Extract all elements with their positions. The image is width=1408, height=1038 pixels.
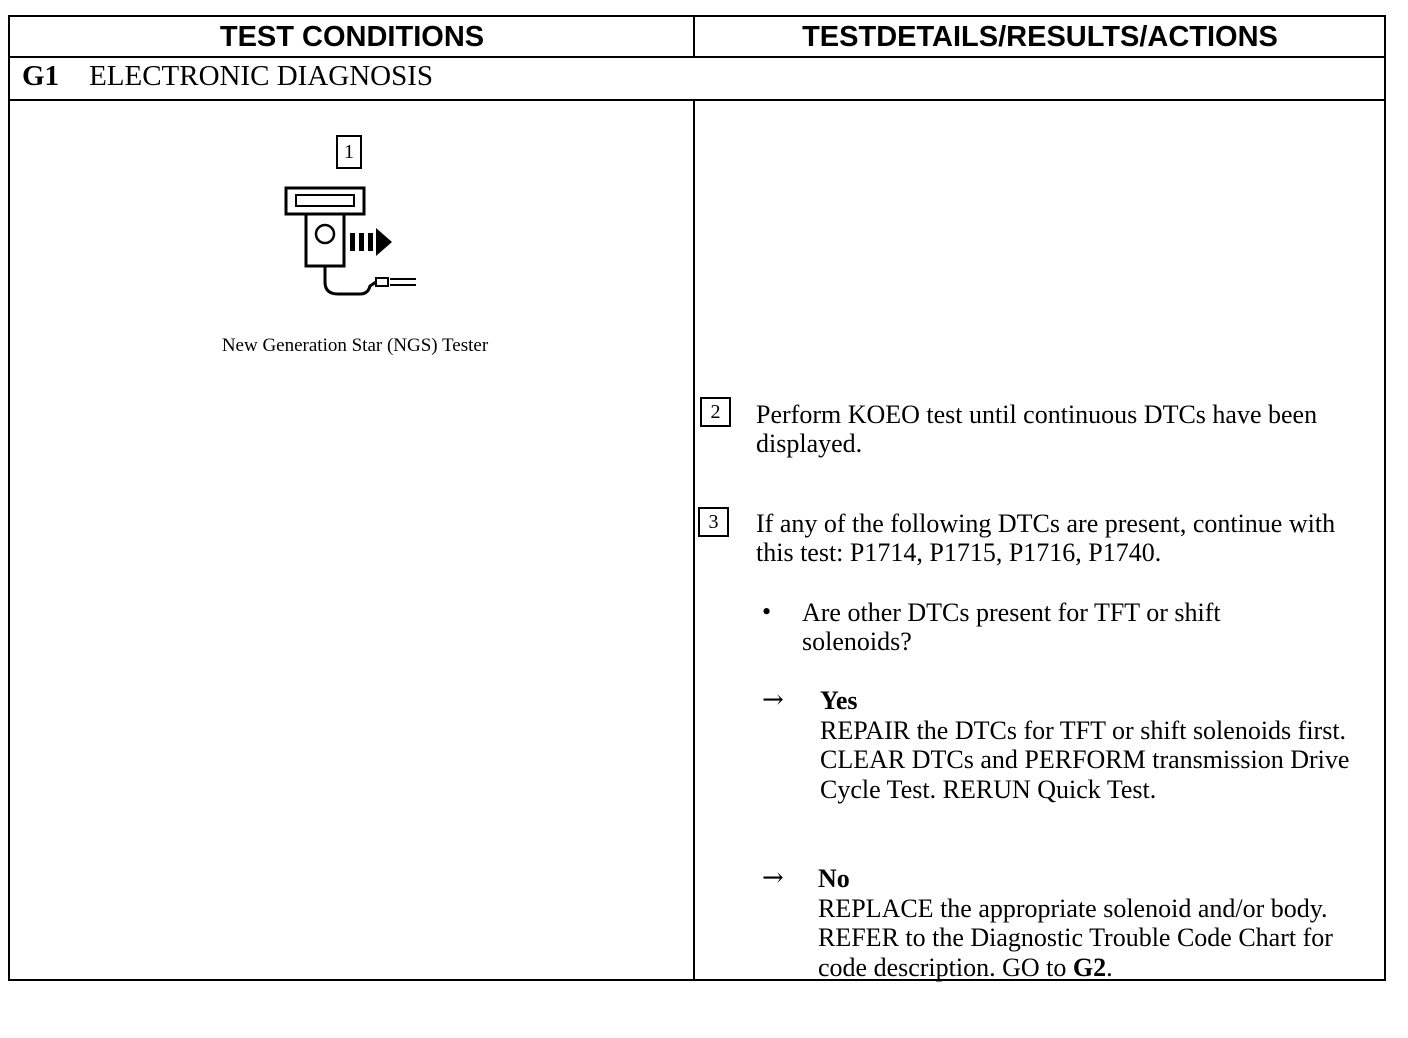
step-2-text: Perform KOEO test until continuous DTCs …	[756, 400, 1318, 458]
header-test-details: TESTDETAILS/RESULTS/ACTIONS	[802, 21, 1278, 53]
header-column-divider	[693, 17, 695, 58]
question-text: Are other DTCs present for TFT or shift …	[802, 598, 1221, 656]
yes-response: Yes REPAIR the DTCs for TFT or shift sol…	[820, 686, 1365, 804]
yes-arrow: →	[762, 685, 784, 715]
tester-caption: New Generation Star (NGS) Tester	[221, 335, 489, 356]
body-column-divider	[693, 100, 695, 981]
ngs-tester-icon	[284, 186, 416, 296]
section-code: G1	[22, 60, 60, 92]
test-table: TEST CONDITIONS TESTDETAILS/RESULTS/ACTI…	[8, 15, 1386, 982]
no-text: REPLACE the appropriate solenoid and/or …	[818, 893, 1333, 982]
step-2-number: 2	[700, 397, 731, 427]
yes-text: REPAIR the DTCs for TFT or shift solenoi…	[820, 715, 1350, 804]
no-label: No	[818, 864, 850, 893]
no-text-end: .	[1106, 952, 1113, 982]
header-test-conditions: TEST CONDITIONS	[219, 21, 485, 53]
step-3-number: 3	[698, 507, 729, 537]
no-goto-step: G2	[1072, 952, 1107, 982]
step-3-text: If any of the following DTCs are present…	[756, 509, 1336, 567]
yes-label: Yes	[820, 686, 858, 715]
no-arrow: →	[762, 863, 784, 893]
question-bullet: •	[762, 597, 772, 626]
section-title: G1 ELECTRONIC DIAGNOSIS	[22, 59, 433, 93]
header-divider	[10, 56, 1384, 58]
step-1-number: 1	[336, 135, 362, 169]
section-name: ELECTRONIC DIAGNOSIS	[89, 60, 434, 92]
no-response: No REPLACE the appropriate solenoid and/…	[818, 864, 1363, 982]
section-divider	[10, 99, 1384, 101]
